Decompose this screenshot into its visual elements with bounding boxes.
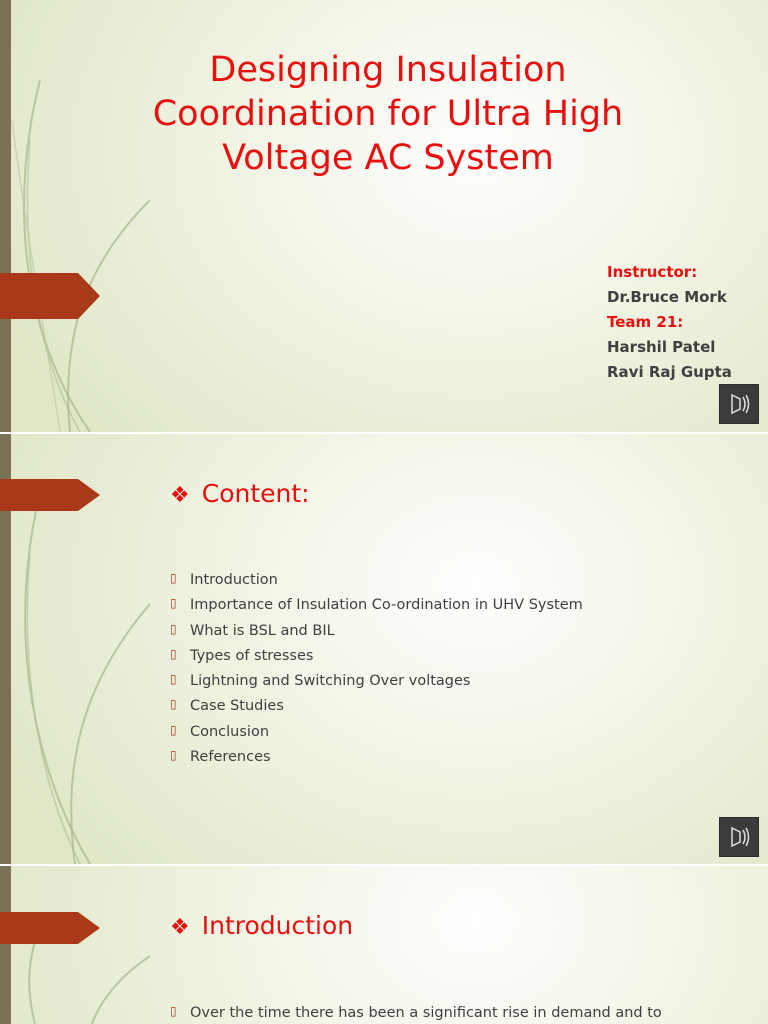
bullet-icon: ▯ <box>170 571 177 585</box>
slide-heading: ❖ Introduction <box>170 910 353 944</box>
list-item: ▯Lightning and Switching Over voltages <box>170 671 583 696</box>
speaker-icon[interactable] <box>719 384 759 424</box>
arrow-tab <box>0 273 100 319</box>
bullet-icon: ▯ <box>170 722 177 737</box>
list-item: ▯Case Studies <box>170 696 583 721</box>
bullet-icon: ▯ <box>170 596 177 611</box>
arrow-tab <box>0 912 100 944</box>
bullet-icon: ▯ <box>170 748 177 763</box>
heading-text: Introduction <box>201 911 354 940</box>
speaker-icon[interactable] <box>719 817 759 857</box>
bullet-icon: ▯ <box>170 697 177 712</box>
content-list: ▯Introduction ▯Importance of Insulation … <box>170 570 583 772</box>
team-member: Ravi Raj Gupta <box>607 363 732 381</box>
heading-text: Content: <box>201 479 310 508</box>
instructor-name: Dr.Bruce Mork <box>607 288 727 306</box>
list-item: ▯What is BSL and BIL <box>170 621 583 646</box>
introduction-slide: ❖ Introduction ▯Over the time there has b… <box>0 866 768 1024</box>
bullet-icon: ▯ <box>170 672 177 687</box>
left-accent-bar <box>0 866 11 1024</box>
list-item: ▯Importance of Insulation Co-ordination … <box>170 595 583 620</box>
list-item: ▯Introduction <box>170 570 583 595</box>
presenter-info: Instructor: Dr.Bruce Mork Team 21: Harsh… <box>607 262 732 387</box>
bullet-icon: ▯ <box>170 621 177 636</box>
diamond-bullet-icon: ❖ <box>170 483 190 508</box>
list-item: ▯References <box>170 747 583 772</box>
diamond-bullet-icon: ❖ <box>170 915 190 940</box>
content-list: ▯Over the time there has been a signific… <box>170 1003 662 1024</box>
left-accent-bar <box>0 434 11 864</box>
title-slide: Designing Insulation Coordination for Ul… <box>0 0 768 432</box>
slide-heading: ❖ Content: <box>170 478 310 512</box>
list-item: ▯Conclusion <box>170 722 583 747</box>
bullet-icon: ▯ <box>170 646 177 661</box>
left-accent-bar <box>0 0 11 432</box>
decorative-swoosh <box>28 925 151 1024</box>
instructor-label: Instructor: <box>607 263 698 281</box>
team-label: Team 21: <box>607 313 684 331</box>
bullet-icon: ▯ <box>170 1004 177 1018</box>
slide-title: Designing Insulation Coordination for Ul… <box>152 50 624 178</box>
team-member: Harshil Patel <box>607 338 716 356</box>
list-item: ▯Types of stresses <box>170 646 583 671</box>
arrow-tab <box>0 479 100 511</box>
list-item: ▯Over the time there has been a signific… <box>170 1003 662 1024</box>
content-slide: ❖ Content: ▯Introduction ▯Importance of I… <box>0 434 768 864</box>
